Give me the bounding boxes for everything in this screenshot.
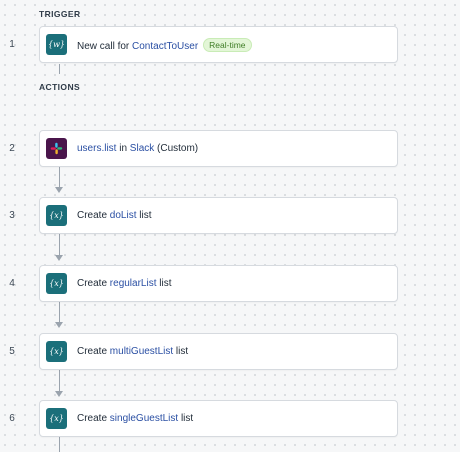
trigger-object-pill: ContactToUser [132,40,199,52]
create-list-step-card[interactable]: {x} Create doList list [39,197,398,234]
variable-icon: {x} [46,341,67,362]
step-suffix: list [173,346,189,357]
variable-icon: {x} [46,205,67,226]
step-prefix: Create [77,346,110,357]
step-middle: in [116,143,130,154]
step-connector [59,369,60,391]
step-text: Create multiGuestList list [77,346,188,357]
step-connector [59,64,60,74]
step-connector [59,302,60,322]
variable-icon: {x} [46,273,67,294]
slack-icon [46,138,67,159]
step-number: 1 [9,39,15,50]
step-number: 5 [9,346,15,357]
step-number: 2 [9,143,15,154]
step-number: 3 [9,210,15,221]
create-list-step-card[interactable]: {x} Create multiGuestList list [39,333,398,370]
realtime-badge: Real-time [203,37,252,52]
step-connector [59,167,60,187]
step-text: users.list in Slack (Custom) [77,143,198,154]
create-list-step-card[interactable]: {x} Create regularList list [39,265,398,302]
step-suffix: (Custom) [154,143,199,154]
actions-label: ACTIONS [39,82,81,92]
list-name-pill: doList [109,210,137,221]
variable-icon: {w} [46,34,67,55]
variable-icon: {x} [46,408,67,429]
step-text: Create singleGuestList list [77,413,193,424]
trigger-label: TRIGGER [39,9,81,19]
step-connector [59,234,60,255]
step-number: 6 [9,413,15,424]
list-name-pill: singleGuestList [109,413,179,424]
step-text: Create regularList list [77,278,172,289]
arrow-head [55,255,63,261]
arrow-head [55,187,63,193]
step-prefix: New call for [77,40,133,52]
step-text: Create doList list [77,210,151,221]
step-suffix: list [178,413,194,424]
slack-step-card[interactable]: users.list in Slack (Custom) [39,130,398,167]
trigger-step-card[interactable]: {w} New call for ContactToUser Real-time [39,26,398,63]
step-suffix: list [136,210,152,221]
step-prefix: Create [77,413,110,424]
list-name-pill: multiGuestList [109,346,174,357]
app-name-pill: Slack [129,143,155,154]
step-text: New call for ContactToUser Real-time [77,37,252,52]
step-prefix: Create [77,210,110,221]
arrow-head [55,322,63,328]
create-list-step-card[interactable]: {x} Create singleGuestList list [39,400,398,437]
step-number: 4 [9,278,15,289]
step-prefix: Create [77,278,110,289]
step-suffix: list [156,278,172,289]
step-connector [59,437,60,452]
arrow-head [55,391,63,397]
action-pill: users.list [77,143,117,154]
list-name-pill: regularList [109,278,157,289]
